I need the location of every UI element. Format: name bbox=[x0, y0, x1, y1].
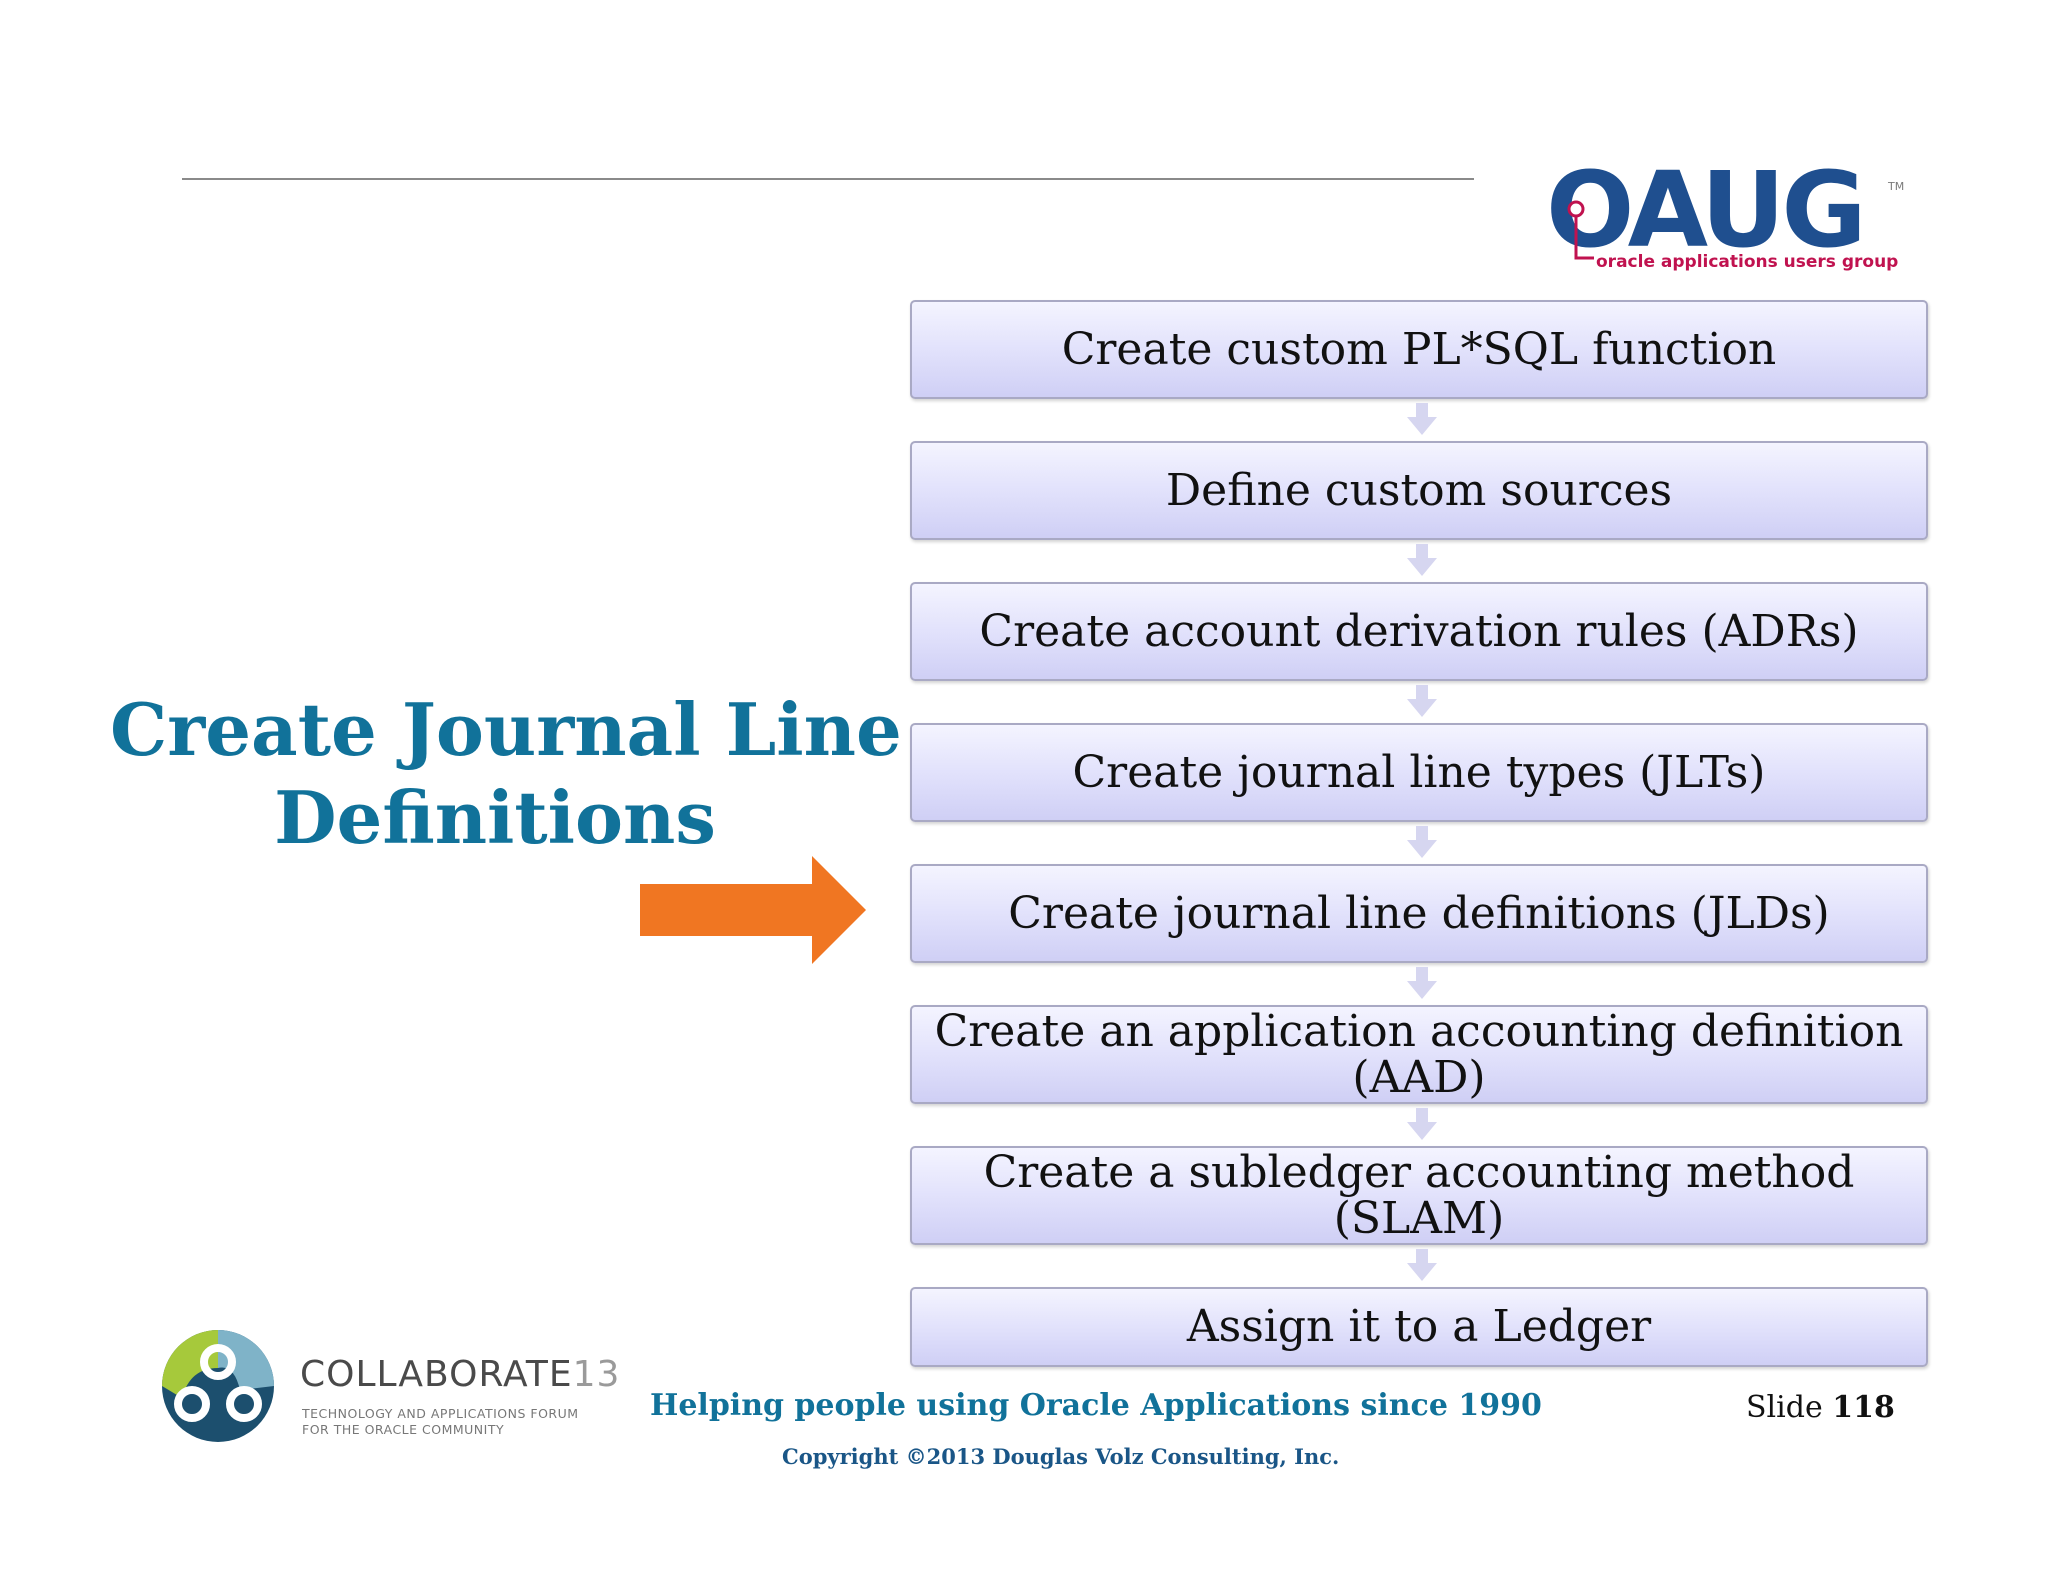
slide-number: Slide 118 bbox=[1746, 1390, 1895, 1425]
oaug-logo: OAUG TM oracle applications users group bbox=[1546, 149, 1908, 280]
down-arrow-icon bbox=[1407, 1108, 1437, 1140]
page-title: Create Journal Line Definitions bbox=[110, 686, 902, 862]
down-arrow-icon bbox=[1407, 685, 1437, 717]
footer-copyright: Copyright ©2013 Douglas Volz Consulting,… bbox=[782, 1444, 1340, 1469]
page-title-line-1: Create Journal Line bbox=[110, 687, 902, 772]
step-box-2: Define custom sources bbox=[910, 441, 1928, 540]
slide-number-value: 118 bbox=[1832, 1390, 1895, 1425]
oaug-logo-letters: OAUG bbox=[1546, 149, 1867, 271]
step-label-4: Create journal line types (JLTs) bbox=[1072, 746, 1766, 798]
map-pin-icon bbox=[1567, 200, 1594, 260]
step-box-8: Assign it to a Ledger bbox=[910, 1287, 1928, 1367]
collaborate-year: 13 bbox=[572, 1354, 621, 1395]
step-label-8: Assign it to a Ledger bbox=[1186, 1301, 1652, 1352]
orange-right-arrow-icon bbox=[640, 856, 866, 964]
page-title-line-2: Definitions bbox=[274, 775, 716, 860]
down-arrow-icon bbox=[1407, 1249, 1437, 1281]
collaborate-subtitle-1: TECHNOLOGY AND APPLICATIONS FORUM bbox=[302, 1406, 579, 1421]
down-arrow-icon bbox=[1407, 826, 1437, 858]
down-arrow-icon bbox=[1407, 544, 1437, 576]
step-box-6: Create an application accounting definit… bbox=[910, 1005, 1928, 1104]
step-label-3: Create account derivation rules (ADRs) bbox=[979, 605, 1859, 657]
collaborate-wordmark: COLLABORATE13 bbox=[300, 1354, 620, 1395]
top-divider bbox=[182, 178, 1474, 180]
collaborate-logo: COLLABORATE13 TECHNOLOGY AND APPLICATION… bbox=[160, 1328, 620, 1448]
step-box-3: Create account derivation rules (ADRs) bbox=[910, 582, 1928, 681]
down-arrow-icon bbox=[1407, 967, 1437, 999]
oaug-logo-tagline: oracle applications users group bbox=[1596, 252, 1899, 272]
step-label-5: Create journal line definitions (JLDs) bbox=[1008, 887, 1830, 939]
step-label-2: Define custom sources bbox=[1165, 464, 1673, 516]
step-box-7: Create a subledger accounting method (SL… bbox=[910, 1146, 1928, 1245]
step-box-5: Create journal line definitions (JLDs) bbox=[910, 864, 1928, 963]
step-label-1: Create custom PL*SQL function bbox=[1061, 323, 1777, 375]
collaborate-trefoil-icon bbox=[162, 1330, 274, 1442]
step-label-6: Create an application accounting definit… bbox=[934, 1005, 1904, 1103]
step-box-4: Create journal line types (JLTs) bbox=[910, 723, 1928, 822]
step-box-1: Create custom PL*SQL function bbox=[910, 300, 1928, 399]
slide-label: Slide bbox=[1746, 1390, 1823, 1425]
collaborate-word: COLLABORATE bbox=[300, 1354, 573, 1395]
collaborate-subtitle-2: FOR THE ORACLE COMMUNITY bbox=[302, 1422, 505, 1437]
footer-tagline: Helping people using Oracle Applications… bbox=[650, 1388, 1542, 1423]
step-label-7: Create a subledger accounting method (SL… bbox=[983, 1146, 1855, 1244]
oaug-logo-trademark: TM bbox=[1888, 180, 1905, 193]
down-arrow-icon bbox=[1407, 403, 1437, 435]
